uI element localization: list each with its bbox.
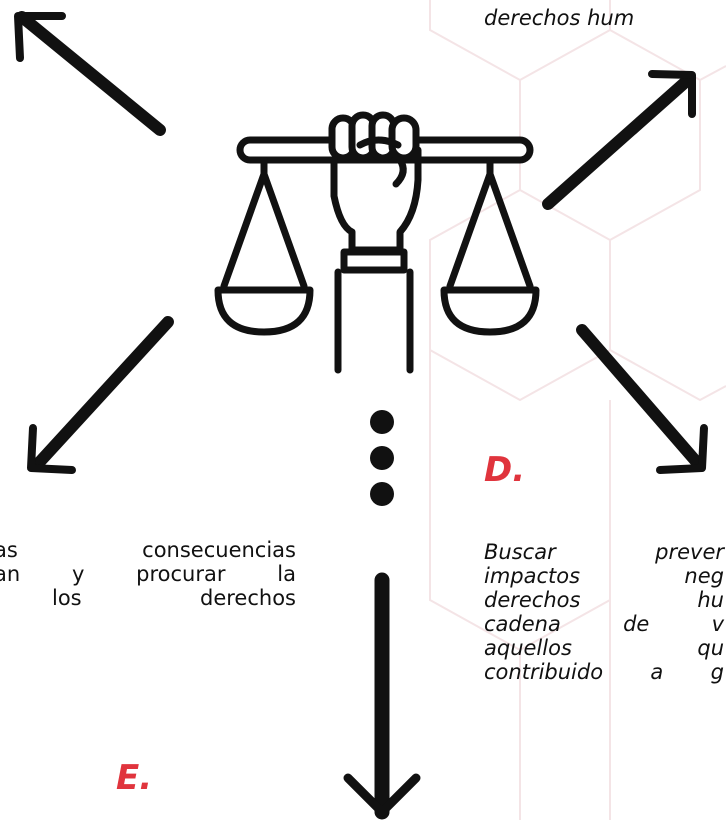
left-text-line: los derechos — [52, 586, 296, 610]
item-e-letter: E. — [116, 758, 153, 798]
left-description-text: as consecuencias an y procurar la los de… — [0, 538, 296, 610]
item-d-line: derechos hu — [484, 588, 724, 612]
item-d-line: Buscar prever — [484, 540, 724, 564]
item-d-line: impactos neg — [484, 564, 724, 588]
item-d-letter: D. — [484, 450, 526, 490]
arrow-down-left-icon — [27, 316, 174, 474]
item-d-description: Buscar prever impactos neg derechos hu c… — [484, 540, 724, 684]
arrow-down-icon — [343, 572, 421, 820]
item-d-line: contribuido a g — [484, 660, 724, 684]
arrow-down-right-icon — [576, 324, 708, 474]
top-right-text-fragment: derechos hum — [484, 6, 635, 30]
vertical-ellipsis-icon — [370, 410, 394, 506]
left-text-line: as consecuencias — [0, 538, 296, 562]
left-text-line: an y procurar la — [0, 562, 296, 586]
arrow-up-right-icon — [542, 70, 696, 210]
arrow-up-left-icon — [14, 11, 166, 136]
justice-scale-fist-icon — [214, 111, 540, 374]
item-d-line: aquellos qu — [484, 636, 724, 660]
item-d-line: cadena de v — [484, 612, 724, 636]
